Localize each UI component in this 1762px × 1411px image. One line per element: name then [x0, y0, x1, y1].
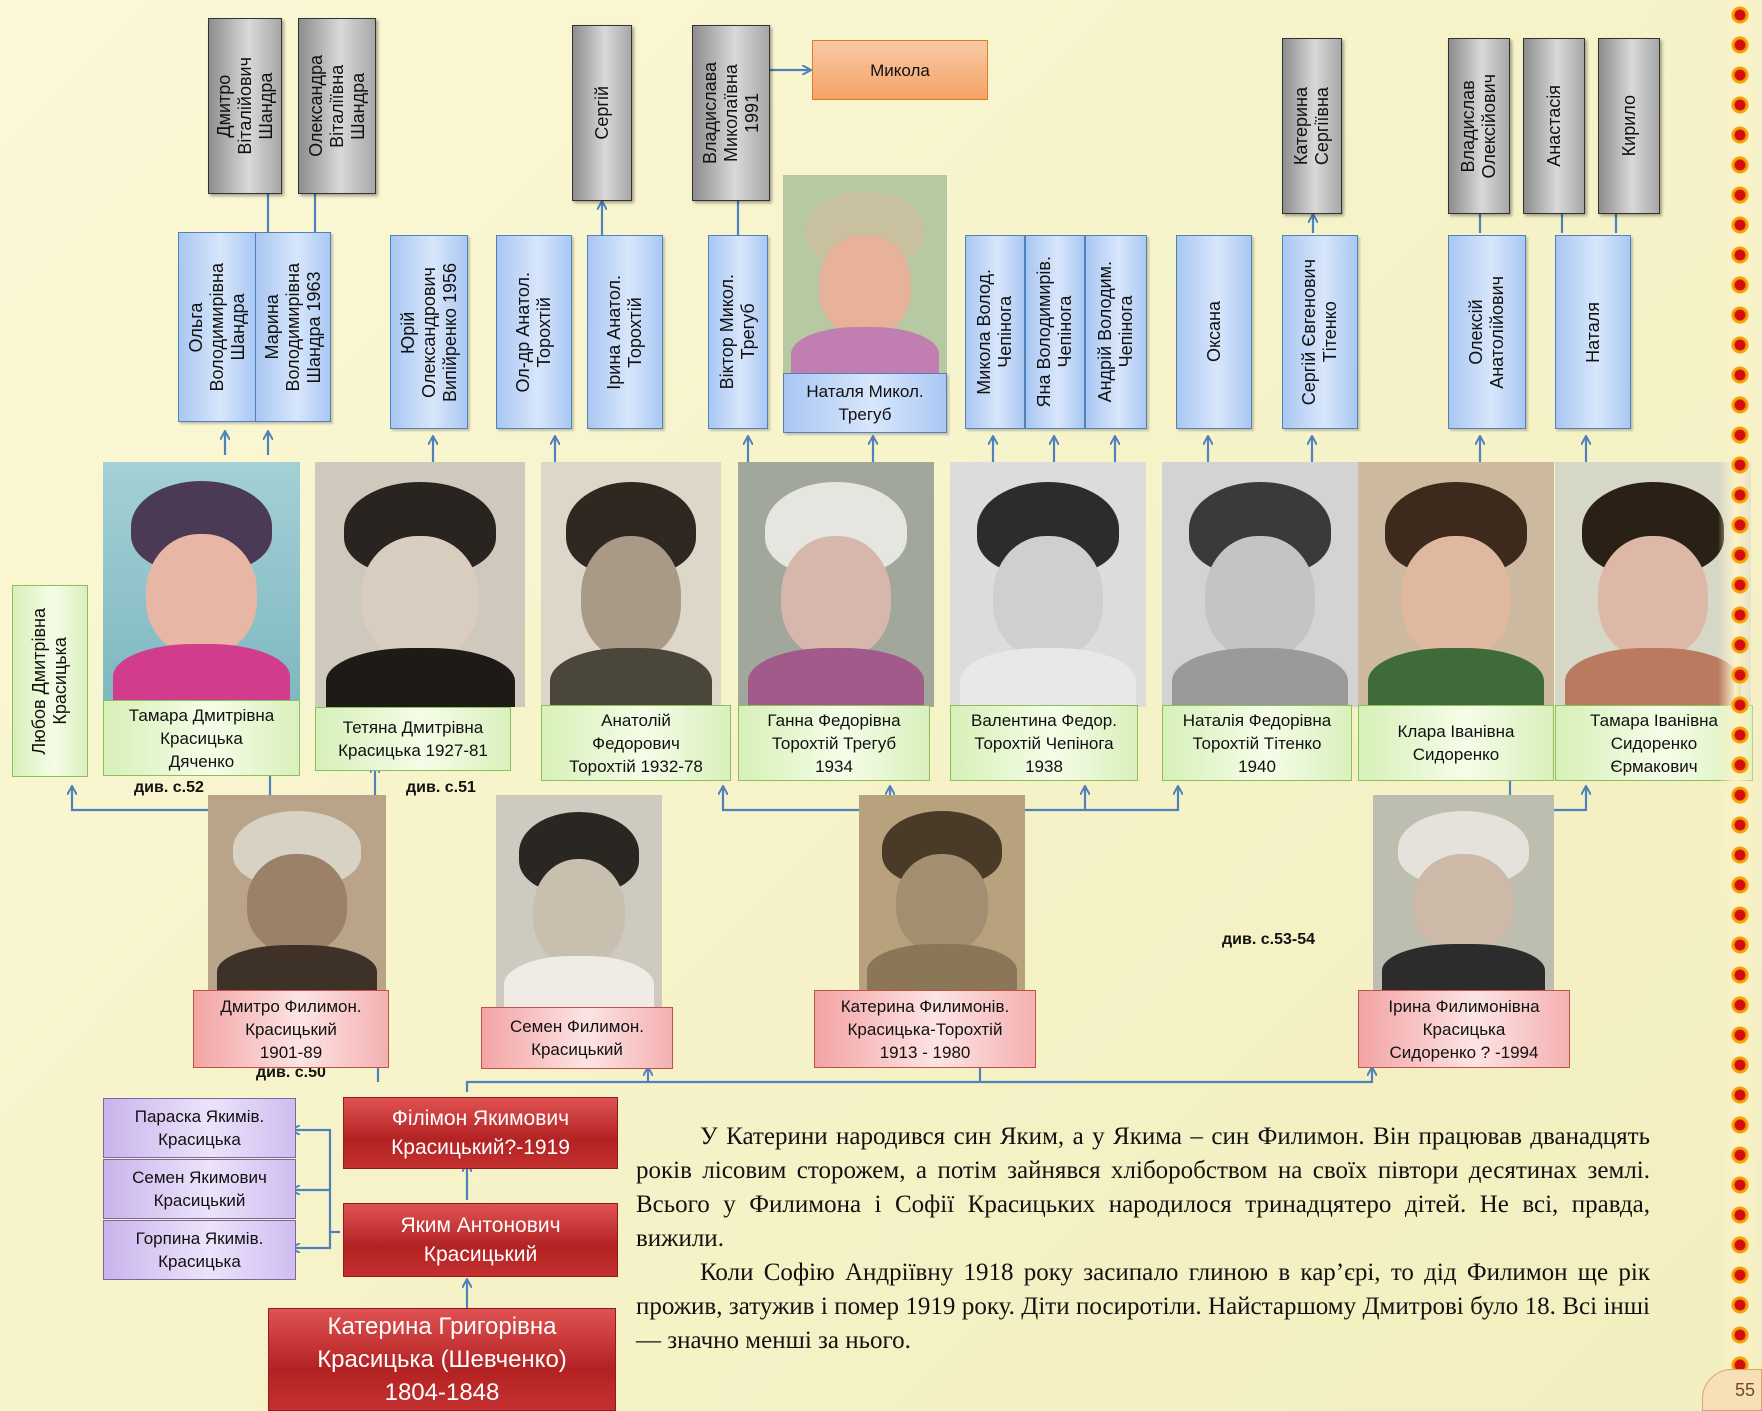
person-yana-chepinoha: Яна Володимирів. Чепінога	[1025, 235, 1085, 429]
person-oleksandr-torokhtii: Ол-др Анатол. Торохтій	[496, 235, 572, 429]
person-vladyslav: Владислав Олексійович	[1448, 38, 1510, 214]
person-tetiana-krasytska: Тетяна Дмитрівна Красицька 1927-81	[315, 707, 511, 771]
photo-tamara-dyachenko	[103, 462, 300, 702]
photo-kateryna-torokhtii	[859, 795, 1025, 991]
photo-natalia-tregub	[783, 175, 947, 375]
person-serhii: Сергій	[572, 25, 632, 201]
person-semen-krasytskyi: Семен Филимон. Красицький	[481, 1007, 673, 1069]
person-valentyna-chepinoha: Валентина Федор. Торохтій Чепінога 1938	[950, 705, 1138, 781]
person-oksana: Оксана	[1176, 235, 1252, 429]
person-lyubov-krasytska: Любов Дмитрівна Красицька	[12, 585, 88, 777]
person-mykola-chepinoha: Микола Волод. Чепінога	[965, 235, 1025, 429]
photo-semen-krasytskyi	[496, 795, 662, 1007]
person-iryna-torokhtii: Ірина Анатол. Торохтій	[587, 235, 663, 429]
photo-valentyna-chepinoha	[950, 462, 1146, 707]
ref-page-50: див. с.50	[256, 1064, 326, 1081]
person-yurii-vypiirenko: Юрій Олександрович Випійренко 1956	[390, 235, 468, 429]
person-hanna-tregub: Ганна Федорівна Торохтій Трегуб 1934	[738, 705, 930, 781]
photo-natalia-titenko	[1162, 462, 1358, 707]
person-kateryna-shevchenko: Катерина Григорівна Красицька (Шевченко)…	[268, 1308, 616, 1411]
person-kyrylo: Кирило	[1598, 38, 1660, 214]
person-kateryna-serhiivna: Катерина Сергіївна	[1282, 38, 1342, 214]
page-number: 55	[1702, 1369, 1762, 1411]
person-iryna-sydorenko: Ірина Филимонівна Красицька Сидоренко ? …	[1358, 990, 1570, 1068]
photo-iryna-sydorenko	[1373, 795, 1554, 991]
photo-tetiana-krasytska	[315, 462, 525, 707]
person-semen-yakymovych: Семен Якимович Красицький	[103, 1159, 296, 1219]
person-vladyslava: Владислава Миколаївна 1991	[692, 25, 770, 201]
person-natalia-tregub: Наталя Микол. Трегуб	[783, 373, 947, 433]
person-viktor-tregub: Віктор Микол. Трегуб	[708, 235, 768, 429]
ref-page-53-54: див. с.53-54	[1222, 931, 1315, 948]
photo-klara-sydorenko	[1358, 462, 1554, 707]
person-olha-shandra: Ольга Володимирівна Шандра	[178, 232, 256, 422]
person-horpyna-krasytska: Горпина Якимів. Красицька	[103, 1220, 296, 1280]
person-andrii-chepinoha: Андрій Володим. Чепінога	[1085, 235, 1147, 429]
ornament-border	[1718, 0, 1762, 1411]
person-anatolii-torokhtii: Анатолій Федорович Торохтій 1932-78	[541, 705, 731, 781]
person-filimon-krasytskyi: Філімон Якимович Красицький?-1919	[343, 1097, 618, 1169]
photo-anatolii-torokhtii	[541, 462, 721, 707]
ref-page-51: див. с.51	[406, 779, 476, 796]
person-dmytro-shandra: Дмитро Віталійович Шандра	[208, 18, 282, 194]
photo-dmytro-krasytskyi	[208, 795, 386, 992]
person-yakym-krasytskyi: Яким Антонович Красицький	[343, 1203, 618, 1277]
person-dmytro-krasytskyi: Дмитро Филимон. Красицький 1901-89	[193, 990, 389, 1068]
person-mykola-great-grandchild: Микола	[812, 40, 988, 100]
story-paragraph-1: У Катерини народився син Яким, а у Якима…	[636, 1123, 1650, 1252]
story-paragraph-2: Коли Софію Андріївну 1918 року засипало …	[636, 1259, 1650, 1354]
ref-page-52: див. с.52	[134, 779, 204, 796]
person-maryna-shandra: Марина Володимирівна Шандра 1963	[255, 232, 331, 422]
person-anastasiia: Анастасія	[1523, 38, 1585, 214]
person-klara-sydorenko: Клара Іванівна Сидоренко	[1358, 705, 1554, 781]
person-oleksandra-shandra: Олександра Віталіївна Шандра	[298, 18, 376, 194]
person-tamara-dyachenko: Тамара Дмитрівна Красицька Дяченко	[103, 700, 300, 776]
person-natalia: Наталя	[1555, 235, 1631, 429]
story-text: У Катерини народився син Яким, а у Якима…	[636, 1120, 1650, 1358]
person-paraska-krasytska: Параска Якимів. Красицька	[103, 1098, 296, 1158]
person-natalia-titenko: Наталія Федорівна Торохтій Тітенко 1940	[1162, 705, 1352, 781]
photo-hanna-tregub	[738, 462, 934, 707]
person-oleksii: Олексій Анатолійович	[1448, 235, 1526, 429]
person-serhii-titenko: Сергій Євгенович Тітенко	[1282, 235, 1358, 429]
person-kateryna-torokhtii: Катерина Филимонів. Красицька-Торохтій 1…	[814, 990, 1036, 1068]
